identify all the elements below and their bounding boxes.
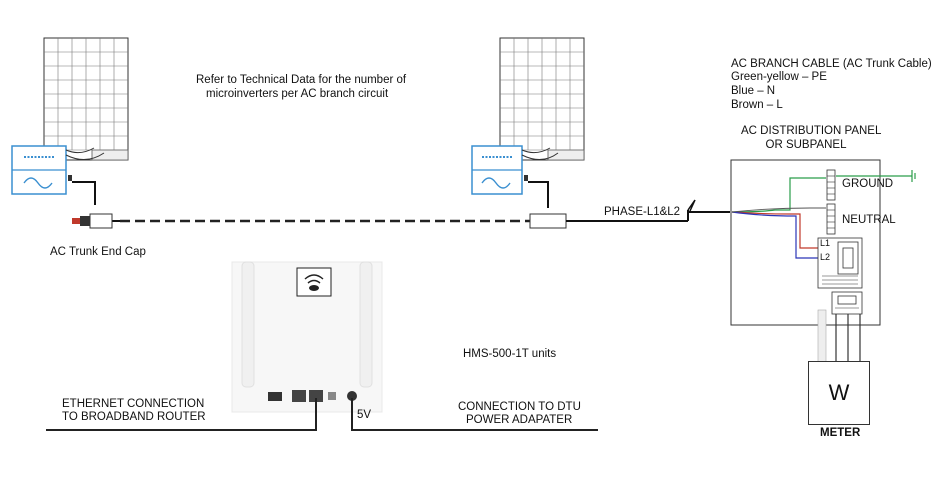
distribution-panel: [730, 159, 916, 363]
l1-label: L1: [820, 238, 831, 248]
phase-label: PHASE-L1&L2: [604, 206, 681, 218]
ethernet-label-2: TO BROADBAND ROUTER: [62, 411, 206, 423]
meter-symbol: W: [828, 380, 850, 405]
meter-box: W: [808, 361, 870, 425]
five-v-label: 5V: [357, 409, 372, 421]
microinverter-right: [471, 145, 559, 208]
ethernet-label-1: ETHERNET CONNECTION: [62, 398, 205, 410]
wire-pe-label: Green-yellow – PE: [731, 71, 827, 83]
microinverter-left: [11, 145, 105, 205]
wire-l-label: Brown – L: [731, 99, 783, 111]
note-line-2: microinverters per AC branch circuit: [206, 88, 389, 100]
l2-label: L2: [820, 252, 831, 262]
end-cap-label: AC Trunk End Cap: [50, 246, 146, 258]
panel-title-2: OR SUBPANEL: [765, 139, 847, 151]
ac-trunk-cable: [72, 199, 730, 229]
solar-panel-left: [43, 37, 129, 161]
wire-n-label: Blue – N: [731, 85, 776, 97]
meter-label: METER: [820, 427, 861, 439]
dtu-device: [46, 261, 598, 431]
solar-panel-right: [499, 37, 585, 161]
dtu-label-1: CONNECTION TO DTU: [458, 401, 581, 413]
panel-title-1: AC DISTRIBUTION PANEL: [741, 125, 882, 137]
ground-label: GROUND: [842, 178, 894, 190]
units-label: HMS-500-1T units: [463, 348, 557, 360]
neutral-label: NEUTRAL: [842, 214, 896, 226]
ac-branch-title: AC BRANCH CABLE (AC Trunk Cable): [731, 58, 932, 70]
dtu-label-2: POWER ADAPATER: [466, 414, 573, 426]
note-line-1: Refer to Technical Data for the number o…: [196, 74, 407, 86]
